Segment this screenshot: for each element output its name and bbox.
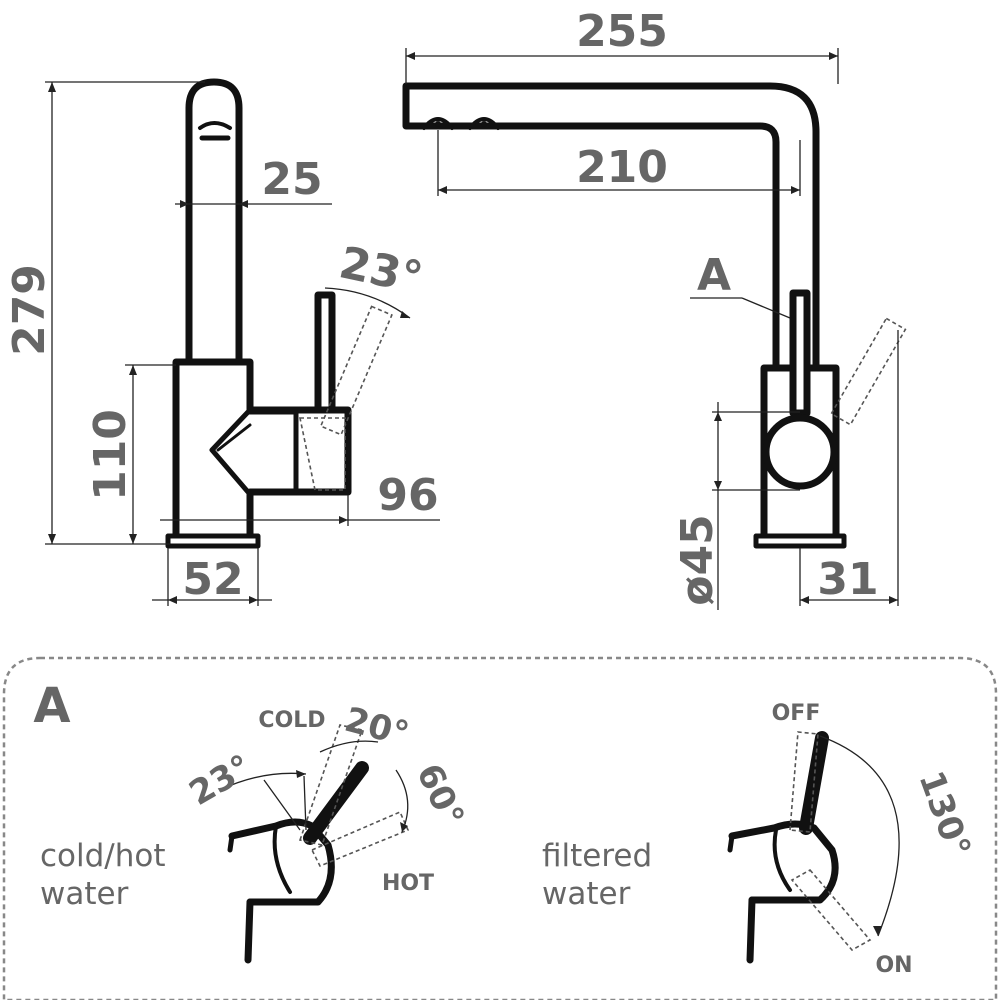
front-handle (789, 289, 811, 417)
detail-marker: A (697, 250, 731, 301)
mixer-detail (219, 724, 410, 964)
angle-hot: 60° (408, 758, 471, 833)
front-view (402, 82, 907, 549)
dim-spout-length-total: 255 (576, 6, 668, 57)
dim-base-width: 52 (182, 554, 243, 605)
side-view (165, 78, 393, 549)
front-knob (762, 414, 838, 490)
dim-body-diameter: ø45 (672, 514, 723, 605)
dim-body-height: 110 (85, 409, 136, 501)
hot-label: HOT (382, 871, 434, 896)
side-handle (314, 291, 336, 414)
front-spout (402, 82, 820, 372)
dim-spout-diameter: 25 (261, 154, 322, 205)
cold-label: COLD (258, 708, 325, 733)
filter-detail (727, 731, 900, 964)
dim-lever-angle: 23° (335, 237, 427, 304)
front-dimensions: 255 210 A ø45 31 (405, 6, 899, 610)
dim-height-total: 279 (4, 264, 55, 356)
on-label: ON (875, 953, 912, 978)
dim-lever-reach: 96 (377, 470, 438, 521)
angle-cold: 20° (341, 700, 413, 755)
dim-spout-length-inner: 210 (576, 142, 668, 193)
angle-filter: 130° (910, 766, 978, 862)
angle-left: 23° (183, 747, 259, 814)
dim-offset: 31 (817, 554, 878, 605)
side-dimensions: 279 25 23° 110 96 52 (4, 81, 440, 606)
detail-title: A (33, 678, 70, 734)
side-spout (185, 78, 243, 366)
off-label: OFF (772, 701, 821, 726)
